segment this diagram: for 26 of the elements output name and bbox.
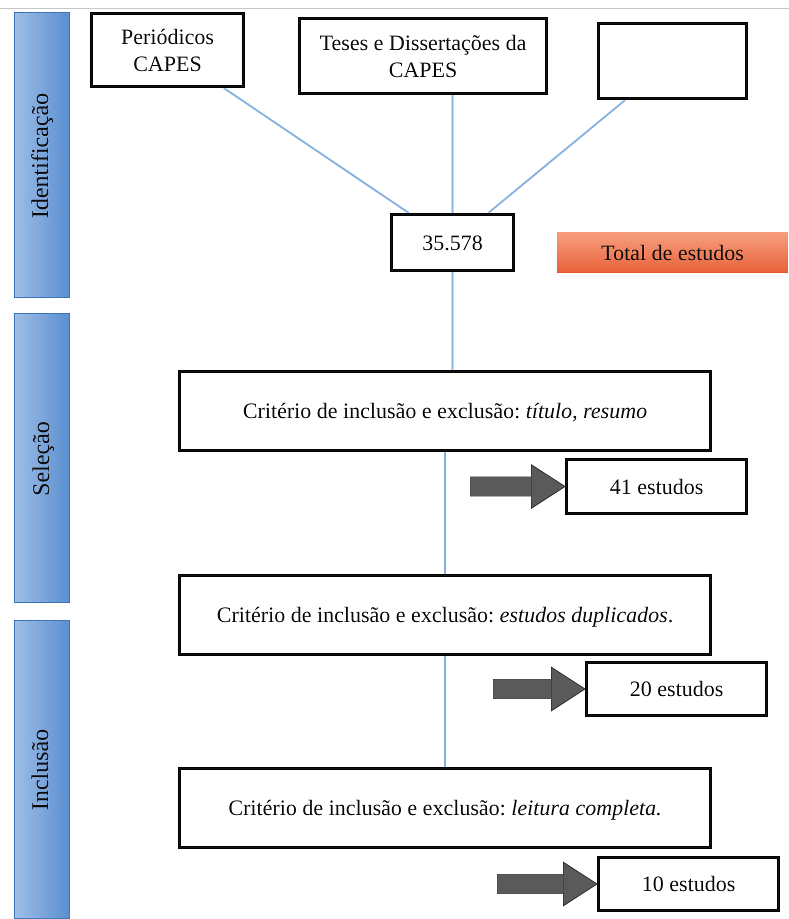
process-box: Periódicos CAPES	[90, 12, 245, 88]
process-box: Critério de inclusão e exclusão: leitura completa.	[178, 767, 712, 849]
total-label-box: Total de estudos	[557, 232, 788, 273]
empty-box	[597, 22, 748, 100]
connector-line	[488, 99, 626, 214]
phase-band	[14, 313, 70, 603]
connector-line	[452, 272, 454, 370]
phase-label: Seleção	[28, 420, 56, 496]
process-box: 20 estudos	[585, 661, 768, 717]
connector-line	[223, 87, 410, 214]
connector-line	[452, 95, 454, 213]
phase-label: Identificação	[28, 92, 56, 218]
process-box: 10 estudos	[597, 856, 780, 912]
connector-line	[444, 656, 446, 767]
phase-band	[14, 12, 70, 298]
process-box: Critério de inclusão e exclusão: estudos duplicados.	[178, 574, 712, 656]
process-box: 35.578	[390, 213, 515, 272]
phase-band	[14, 620, 70, 919]
block-arrow	[493, 666, 586, 712]
block-arrow	[470, 464, 566, 509]
connector-line	[444, 452, 446, 574]
process-box: Critério de inclusão e exclusão: título, resumo	[178, 370, 712, 452]
phase-label: Inclusão	[28, 728, 56, 810]
block-arrow	[497, 862, 598, 906]
process-box: Teses e Dissertações da CAPES	[298, 17, 548, 95]
process-box: 41 estudos	[565, 458, 748, 515]
